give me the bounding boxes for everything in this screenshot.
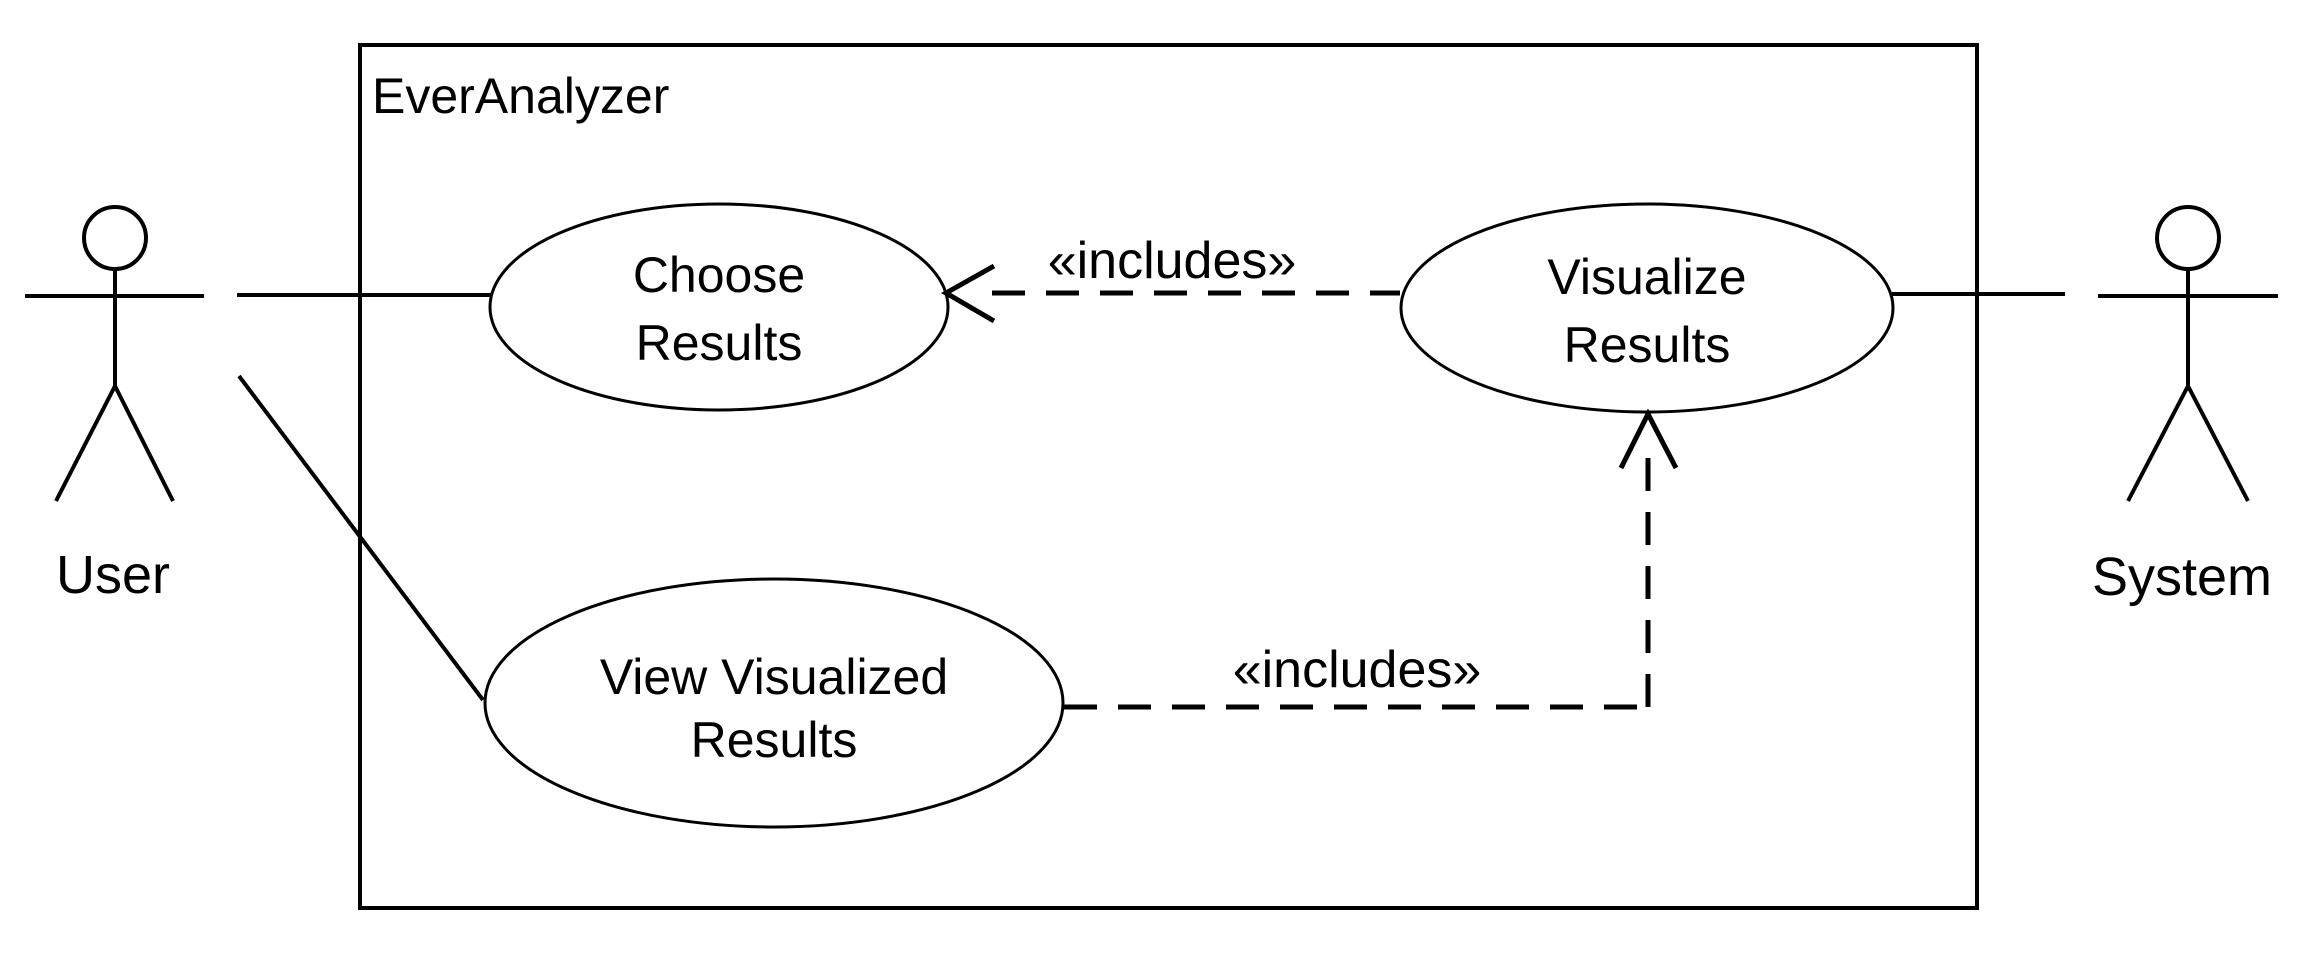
use-case-choose-results[interactable]: Choose Results: [488, 202, 950, 412]
use-case-choose-results-label-line2: Results: [636, 315, 803, 371]
actor-user-head: [82, 205, 148, 271]
actor-system-left-leg: [2126, 385, 2190, 502]
actor-system[interactable]: System: [2092, 205, 2278, 607]
system-boundary-label: EverAnalyzer: [372, 68, 669, 124]
include-visualize-to-choose: «includes»: [940, 232, 1400, 324]
system-boundary-box: [358, 43, 1979, 910]
actor-user-right-leg: [113, 385, 175, 502]
use-case-visualize-results-ellipse: [1399, 202, 1895, 414]
use-case-view-visualized-results[interactable]: View Visualized Results: [483, 577, 1065, 829]
use-case-view-visualized-results-label-line1: View Visualized: [600, 649, 948, 705]
use-case-view-visualized-results-label-line2: Results: [691, 712, 858, 768]
include-visualize-to-choose-arrowhead: [940, 263, 996, 324]
use-case-choose-results-label-line1: Choose: [633, 247, 805, 303]
use-case-choose-results-ellipse: [488, 202, 950, 412]
use-case-view-visualized-results-ellipse: [483, 577, 1065, 829]
include-view-to-visualize-arrowhead: [1618, 408, 1679, 470]
actor-user[interactable]: User: [25, 205, 204, 605]
include-visualize-to-choose-label: «includes»: [1048, 232, 1297, 290]
actor-system-label: System: [2092, 547, 2272, 607]
use-case-visualize-results-label-line1: Visualize: [1547, 249, 1746, 305]
include-view-to-visualize: «includes»: [1064, 408, 1679, 710]
actor-user-label: User: [56, 545, 170, 605]
use-case-visualize-results[interactable]: Visualize Results: [1399, 202, 1895, 414]
include-view-to-visualize-label: «includes»: [1233, 641, 1482, 699]
actor-user-left-leg: [54, 385, 117, 502]
association-user-view-visualized-results: [237, 374, 485, 702]
actor-system-head: [2155, 205, 2221, 271]
actor-system-right-leg: [2186, 385, 2250, 502]
use-case-visualize-results-label-line2: Results: [1564, 317, 1731, 373]
